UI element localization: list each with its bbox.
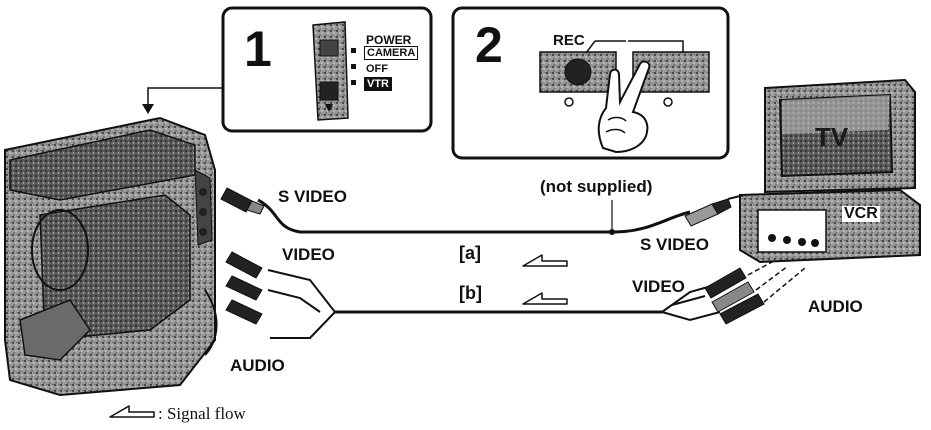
signal-flow-arrow-a (523, 255, 567, 266)
tv-label: TV (815, 124, 848, 150)
camcorder-icon (5, 118, 217, 395)
signal-flow-arrow-b (523, 293, 567, 304)
cable-a-label: [a] (459, 244, 481, 262)
not-supplied-label: (not supplied) (540, 178, 652, 195)
s-video-vcr-label: S VIDEO (640, 236, 709, 253)
cable-b (226, 252, 805, 338)
video-camera-label: VIDEO (282, 246, 335, 263)
cable-b-label: [b] (459, 284, 482, 302)
switch-position-off: OFF (366, 64, 388, 75)
vcr-icon (740, 190, 920, 262)
video-vcr-label: VIDEO (632, 278, 685, 295)
power-label: POWER (366, 34, 411, 46)
signal-flow-arrow-icon (110, 406, 154, 417)
rec-label: REC (553, 33, 585, 48)
legend-text: : Signal flow (158, 405, 246, 422)
switch-position-camera: CAMERA (364, 48, 418, 59)
step1-number: 1 (244, 24, 272, 74)
step2-number: 2 (475, 20, 503, 70)
audio-vcr-label: AUDIO (808, 298, 863, 315)
step1-pointer (142, 88, 222, 114)
switch-position-vtr: VTR (364, 79, 392, 90)
audio-camera-label: AUDIO (230, 357, 285, 374)
vcr-label: VCR (842, 206, 880, 222)
s-video-camera-label: S VIDEO (278, 188, 347, 205)
